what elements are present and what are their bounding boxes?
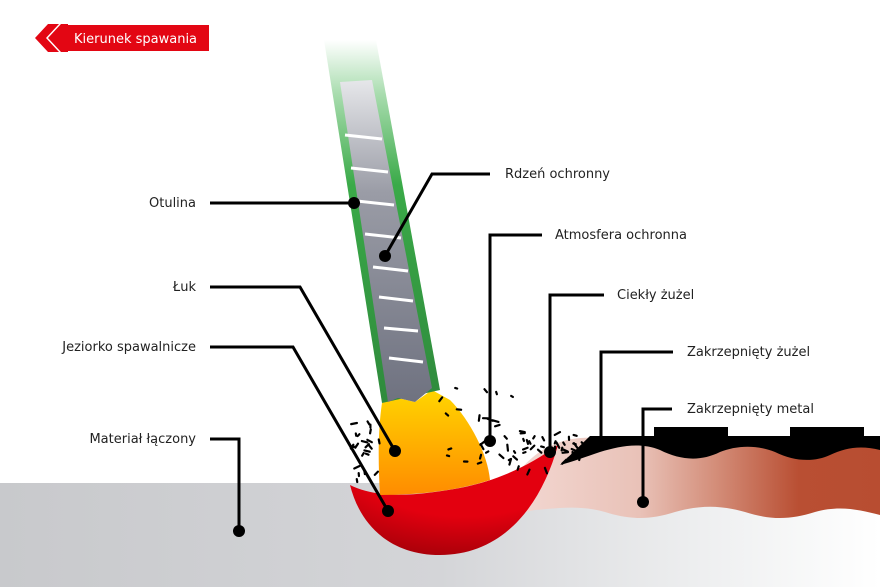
particle: [578, 453, 582, 462]
particle: [510, 394, 514, 399]
particle: [516, 465, 520, 471]
protective-atmosphere-particles: [349, 386, 587, 484]
particle: [503, 435, 508, 440]
particle: [364, 452, 370, 456]
particle: [478, 453, 483, 460]
particle: [444, 412, 450, 417]
particle: [356, 433, 361, 438]
double-chevron-left-icon: [35, 24, 68, 52]
leader-lines: [210, 172, 673, 537]
particle: [512, 455, 519, 461]
leader-dot-luk: [389, 445, 401, 457]
badge-background: [66, 25, 209, 51]
particle: [479, 440, 486, 446]
particle: [508, 457, 513, 466]
particle: [580, 441, 585, 446]
badge-label: Kierunek spawania: [74, 32, 197, 47]
label-material-laczony: Materiał łączony: [89, 432, 196, 447]
particle: [476, 461, 483, 465]
particle: [543, 466, 549, 475]
leader-rdzen: [383, 172, 490, 257]
particle: [521, 446, 529, 451]
particle: [528, 440, 532, 445]
particle: [553, 430, 562, 437]
particle: [561, 451, 570, 454]
weld-pool: [350, 445, 558, 555]
label-ciekly-zuzel: Ciekły żużel: [617, 288, 694, 303]
label-luk: Łuk: [172, 280, 197, 295]
particle: [526, 468, 531, 476]
particle: [555, 441, 561, 449]
leader-atmosfera: [488, 233, 542, 441]
electrode-core: [340, 80, 432, 402]
particle: [506, 443, 510, 452]
particle: [363, 449, 371, 453]
particle: [562, 441, 566, 446]
label-atmosfera-ochronna: Atmosfera ochronna: [555, 228, 687, 243]
particle: [438, 396, 444, 403]
particle: [368, 428, 372, 435]
particle: [561, 458, 568, 465]
particle: [582, 449, 587, 455]
particle: [532, 435, 536, 440]
label-zakrzepniety-metal: Zakrzepnięty metal: [687, 402, 814, 417]
welding-direction-badge: Kierunek spawania: [35, 24, 209, 52]
leader-zakrzepniety-zuzel: [599, 350, 673, 440]
particle: [445, 454, 451, 458]
leader-dot-atmosfera: [484, 435, 496, 447]
particle: [512, 450, 517, 454]
leader-dot-jeziorko: [382, 505, 394, 517]
particle: [522, 451, 527, 454]
particle: [495, 390, 498, 396]
particle: [361, 451, 365, 457]
particle: [454, 386, 459, 390]
label-zakrzepniety-zuzel: Zakrzepnięty żużel: [687, 345, 810, 360]
leader-zakrzepniety-metal: [641, 407, 672, 502]
particle: [529, 444, 536, 451]
particle: [522, 437, 526, 443]
particle: [354, 442, 360, 449]
particle: [353, 464, 361, 470]
leader-dot-zakrzepniety-metal: [637, 496, 649, 508]
particle: [536, 448, 543, 454]
particle: [350, 421, 359, 426]
particle: [484, 450, 490, 454]
particle: [572, 433, 578, 437]
leader-jeziorko: [210, 345, 390, 512]
particle: [483, 388, 489, 394]
particle: [364, 443, 370, 449]
leader-dot-rdzen: [379, 250, 391, 262]
particle: [477, 414, 481, 422]
particle: [560, 446, 564, 452]
particle: [570, 447, 577, 452]
particle: [366, 420, 371, 426]
leader-dot-otulina: [348, 197, 360, 209]
particle: [525, 438, 530, 445]
particle: [572, 442, 579, 449]
leader-dot-ciekly-zuzel: [544, 446, 556, 458]
label-otulina: Otulina: [149, 196, 196, 211]
particle: [360, 439, 369, 444]
leader-material: [210, 437, 241, 531]
particle: [553, 440, 557, 445]
particle: [366, 438, 373, 444]
particle: [447, 447, 453, 451]
particle: [493, 423, 501, 428]
particle: [540, 445, 545, 449]
particle: [377, 438, 381, 445]
particle: [498, 453, 505, 460]
leader-ciekly-zuzel: [548, 293, 604, 452]
leader-luk: [210, 285, 397, 452]
solidified-slag: [560, 427, 880, 465]
particle: [373, 470, 380, 476]
leader-dot-material: [233, 525, 245, 537]
particle: [541, 436, 546, 442]
particle: [518, 430, 526, 434]
label-jeziorko-spawalnicze: Jeziorko spawalnicze: [61, 340, 196, 355]
label-rdzen-ochronny: Rdzeń ochronny: [505, 167, 610, 182]
arc: [378, 390, 490, 495]
